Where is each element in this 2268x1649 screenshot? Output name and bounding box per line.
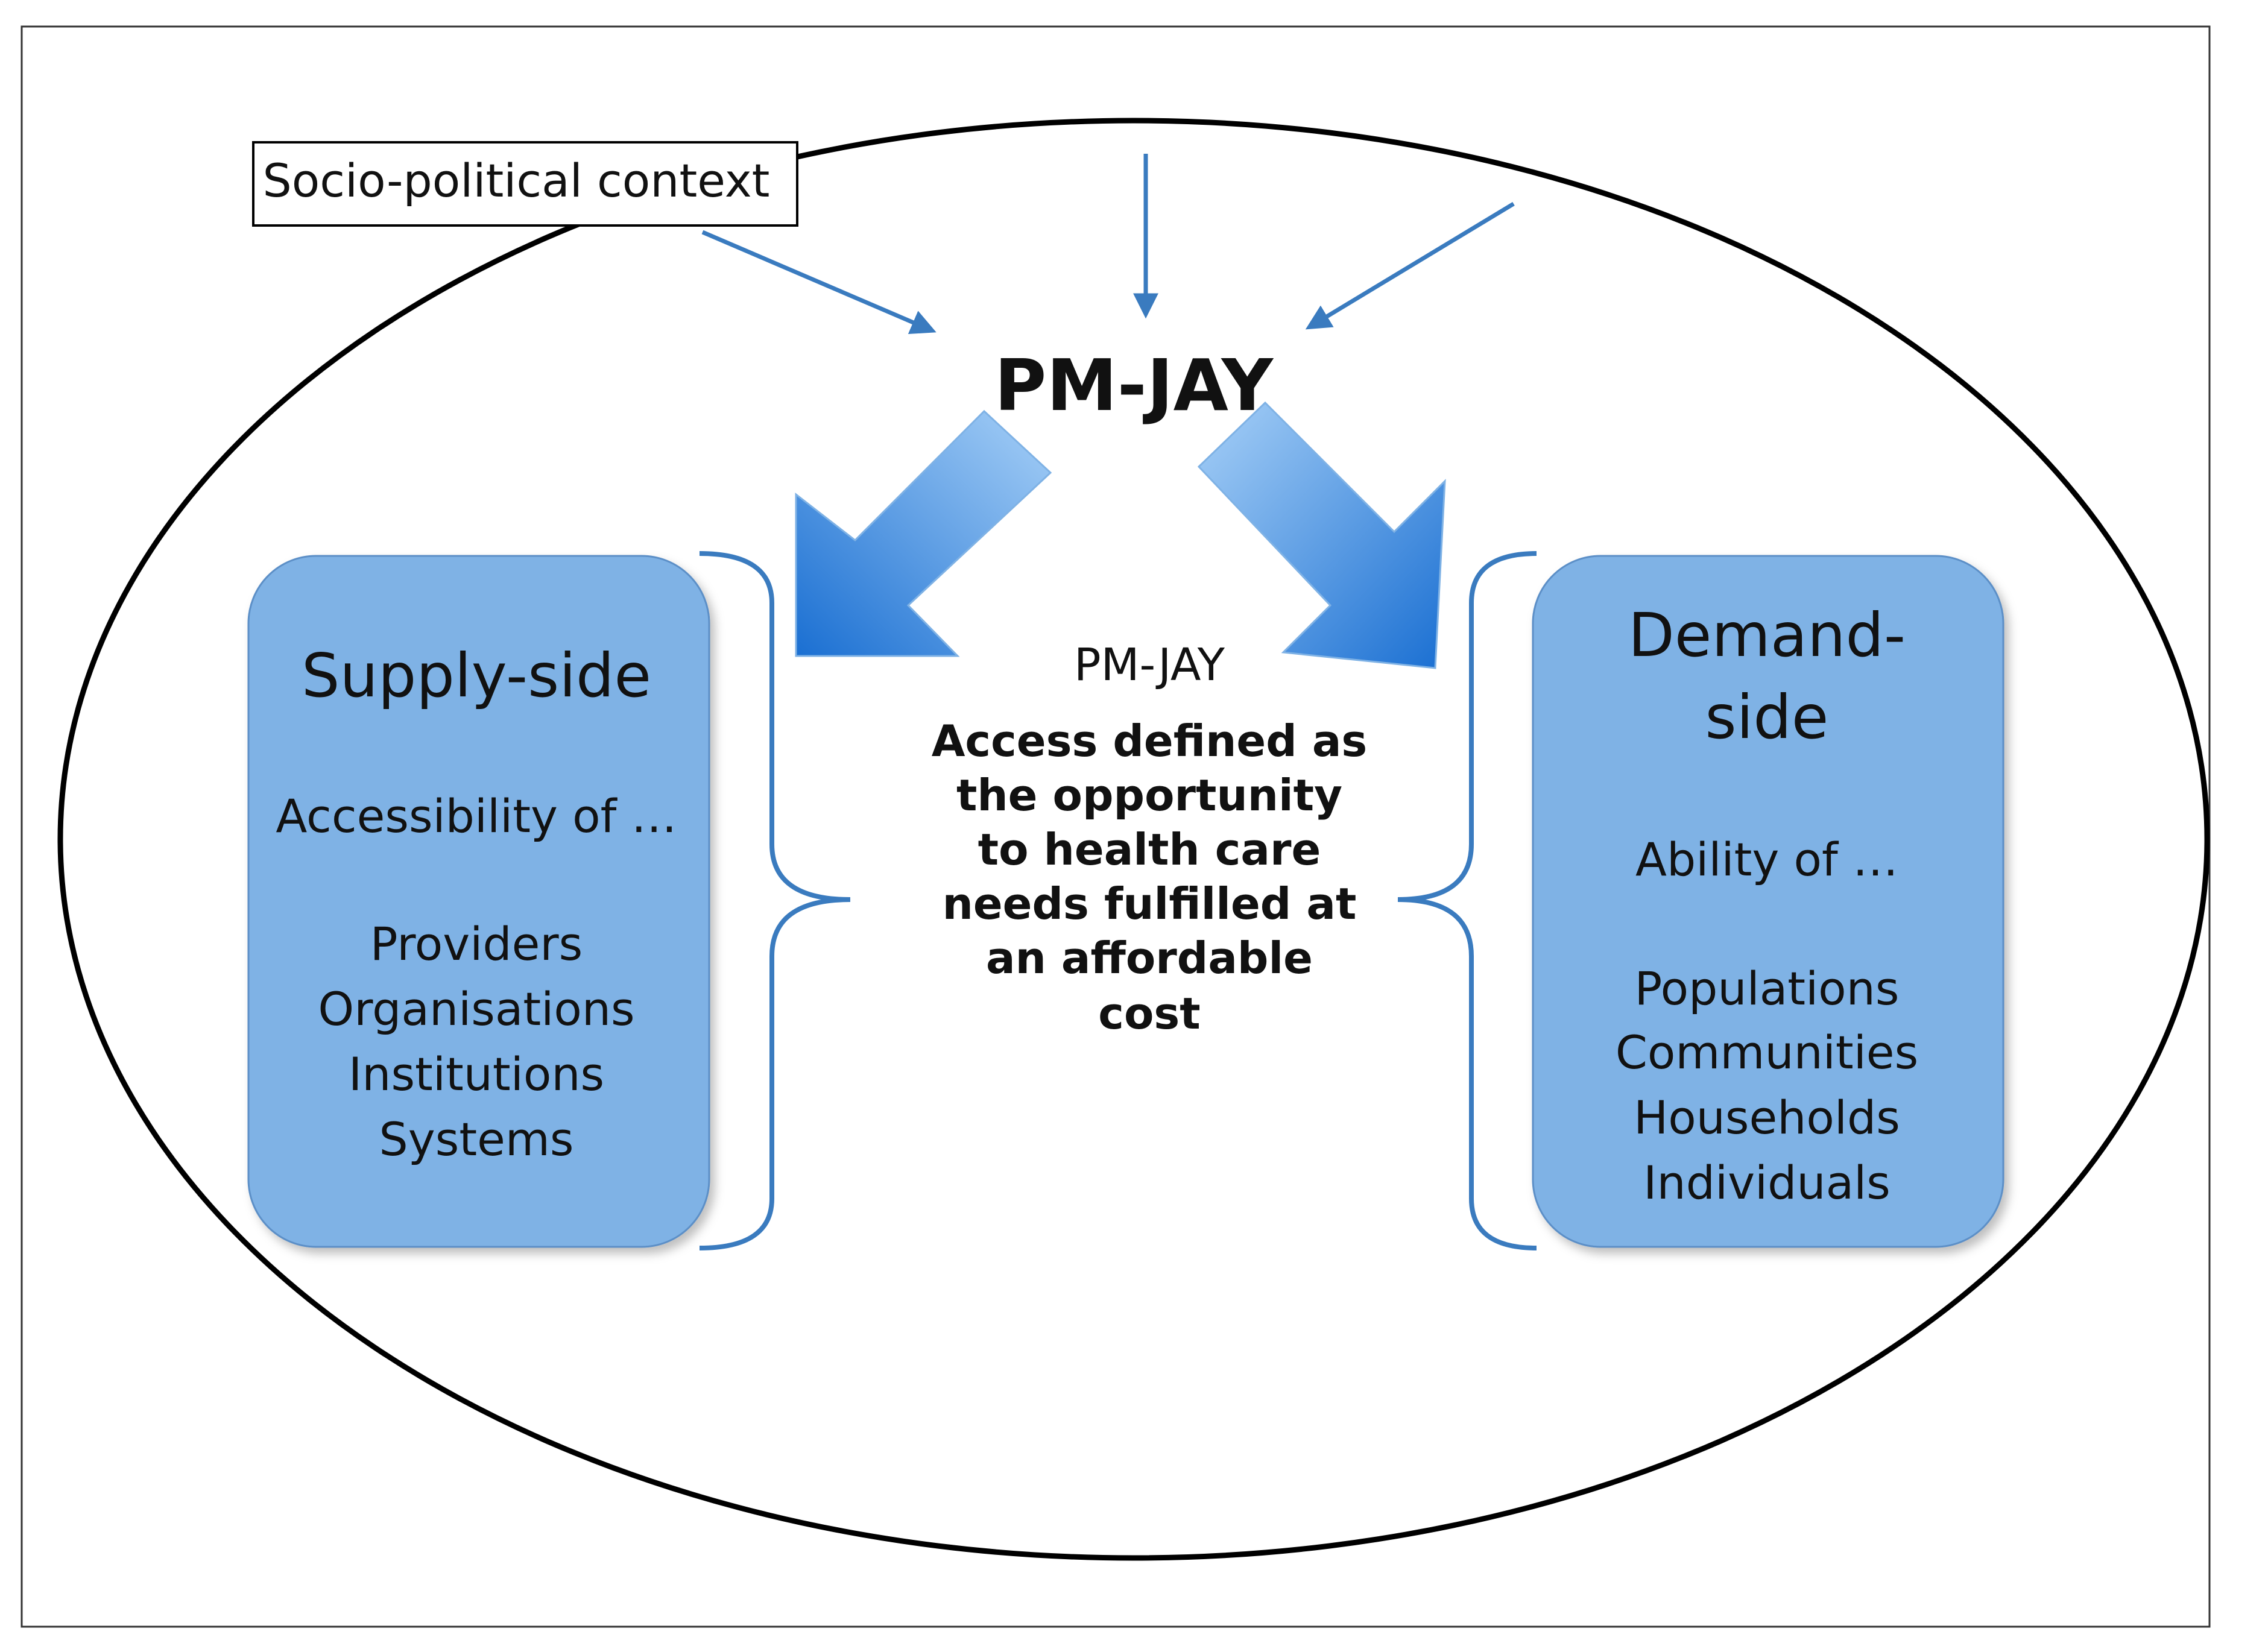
center-definition-line: the opportunity xyxy=(956,770,1342,821)
demand-item: Households xyxy=(1634,1091,1900,1144)
center-definition-line: cost xyxy=(1098,988,1200,1039)
demand-arrow xyxy=(1197,401,1446,669)
supply-brace xyxy=(699,551,851,1250)
center-definition-line: to health care xyxy=(978,824,1321,875)
demand-title: side xyxy=(1705,682,1829,752)
supply-item: Institutions xyxy=(349,1047,604,1101)
center-label: PM-JAY xyxy=(1074,639,1225,691)
supply-item: Providers xyxy=(370,917,583,971)
demand-item: Individuals xyxy=(1643,1156,1891,1209)
context-arrow-right xyxy=(1305,202,1515,330)
center-definition-line: an affordable xyxy=(986,933,1313,983)
center-definition-line: Access defined as xyxy=(932,716,1368,766)
context-ellipse xyxy=(57,118,2210,1561)
context-label: Socio-political context xyxy=(263,154,770,207)
supply-arrow xyxy=(795,409,1052,657)
center-definition-line: needs fulfilled at xyxy=(943,878,1357,929)
demand-side-box: Demand- side Ability of … Populations Co… xyxy=(1532,555,2004,1248)
supply-side-box: Supply-side Accessibility of … Providers… xyxy=(247,555,710,1248)
main-title: PM-JAY xyxy=(994,344,1274,427)
demand-brace xyxy=(1397,551,1537,1250)
demand-item: Communities xyxy=(1616,1026,1918,1079)
supply-item: Systems xyxy=(379,1112,574,1166)
supply-subtitle: Accessibility of … xyxy=(276,789,677,843)
demand-title: Demand- xyxy=(1628,600,1906,670)
supply-item: Organisations xyxy=(318,982,634,1036)
demand-item: Populations xyxy=(1635,962,1900,1015)
context-arrow-left xyxy=(701,230,937,335)
context-box: Socio-political context xyxy=(252,141,798,227)
demand-subtitle: Ability of … xyxy=(1635,833,1898,886)
supply-title: Supply-side xyxy=(302,640,651,711)
